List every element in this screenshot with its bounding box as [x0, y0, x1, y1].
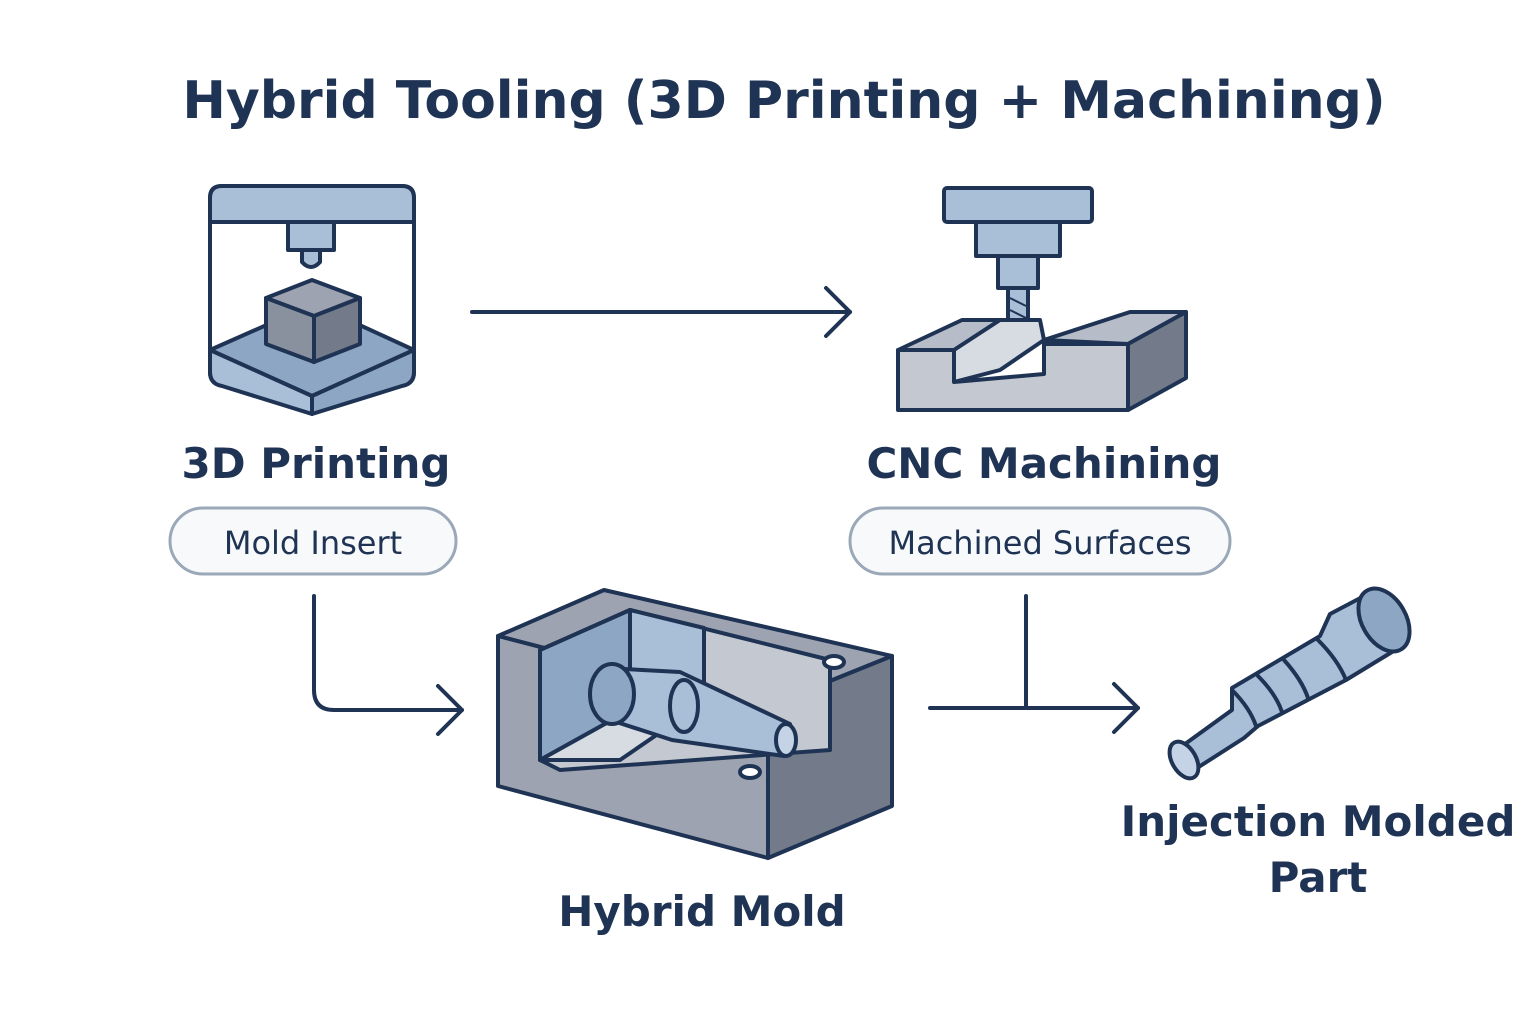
arrow-mold-to-part: [928, 682, 1140, 734]
page-title: Hybrid Tooling (3D Printing + Machining): [182, 71, 1385, 131]
3d-printer-icon: [208, 184, 416, 416]
mold-insert-pill-label: Mold Insert: [224, 524, 402, 562]
arrow-printing-to-mold: [312, 594, 464, 736]
mold-label: Hybrid Mold: [558, 887, 846, 936]
machined-surfaces-pill-label: Machined Surfaces: [888, 524, 1191, 562]
hybrid-mold-icon: [496, 588, 894, 860]
arrow-printing-to-cnc: [470, 286, 852, 338]
part-label-line1: Injection Molded: [1121, 797, 1516, 846]
part-label-line2: Part: [1269, 853, 1368, 902]
cnc-label: CNC Machining: [866, 439, 1221, 488]
printing-label: 3D Printing: [182, 439, 451, 488]
molded-part-icon: [1167, 586, 1412, 781]
machined-surfaces-pill: Machined Surfaces: [848, 506, 1232, 576]
mold-insert-pill: Mold Insert: [168, 506, 458, 576]
cnc-mill-icon: [896, 186, 1188, 412]
